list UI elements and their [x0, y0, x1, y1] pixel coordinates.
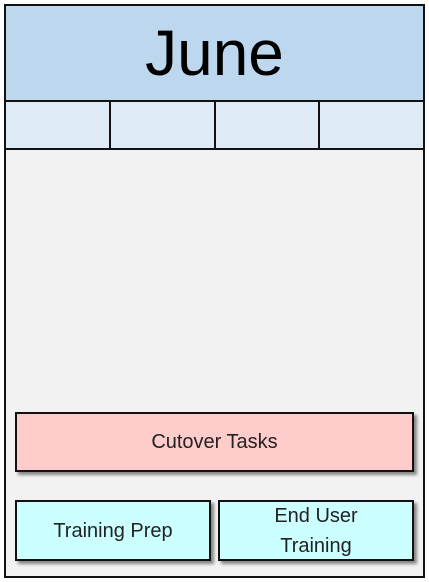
end-user-training-box: End User Training: [218, 500, 414, 561]
cutover-tasks-label: Cutover Tasks: [151, 431, 278, 453]
week-cell-1: [6, 102, 111, 148]
week-cell-3: [216, 102, 321, 148]
cutover-tasks-box: Cutover Tasks: [15, 412, 414, 472]
week-row: [6, 102, 423, 150]
end-user-training-label: End User Training: [274, 504, 358, 557]
month-title: June: [145, 17, 284, 89]
month-column-frame: June Cutover Tasks Training Prep End Use…: [4, 4, 425, 578]
month-header: June: [6, 6, 423, 102]
training-prep-box: Training Prep: [15, 500, 211, 561]
week-cell-2: [111, 102, 216, 148]
week-cell-4: [320, 102, 423, 148]
training-prep-label: Training Prep: [53, 519, 173, 542]
